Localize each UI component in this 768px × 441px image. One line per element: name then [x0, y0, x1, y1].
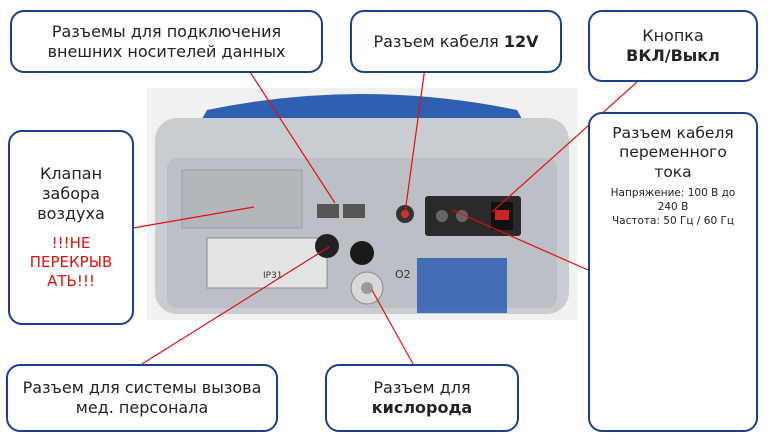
cable12v-label: Разъем кабеля	[373, 31, 504, 51]
callout-nurse-call: Разъем для системы вызова мед. персонала	[6, 364, 278, 432]
callout-air-valve: Клапан забора воздуха !!!НЕ ПЕРЕКРЫВ АТЬ…	[8, 130, 134, 325]
usb-port-1	[317, 204, 339, 218]
callout-ac-cable: Разъем кабеля переменного тока Напряжени…	[588, 112, 758, 432]
usb-port-2	[343, 204, 365, 218]
ac-cable-details: Напряжение: 100 В до 240 В Частота: 50 Г…	[610, 187, 736, 228]
storage-ports-label: Разъемы для подключения внешних носителе…	[47, 21, 286, 61]
oxygen-bold-label: кислорода	[371, 398, 473, 417]
air-valve-label: Клапан забора воздуха	[37, 164, 105, 224]
cable12v-bold-label: 12V	[503, 31, 539, 51]
callout-cable-12v: Разъем кабеля 12V	[350, 10, 562, 73]
air-valve-warning: !!!НЕ ПЕРЕКРЫВ АТЬ!!!	[29, 234, 113, 290]
nurse-call-label: Разъем для системы вызова мед. персонала	[22, 378, 262, 417]
device-rear-panel-illustration: IP31 O2	[147, 88, 577, 320]
power-button-label: Кнопка	[642, 26, 704, 45]
nurse-call-port	[315, 234, 339, 258]
ip-rating-text: IP31	[263, 271, 283, 281]
vent-grille	[417, 258, 507, 313]
callout-power-button: Кнопка ВКЛ/Выкл	[588, 10, 758, 82]
callout-oxygen: Разъем для кислорода	[325, 364, 519, 432]
o2-symbol-text: O2	[395, 268, 411, 281]
callout-storage-ports: Разъемы для подключения внешних носителе…	[10, 10, 323, 73]
air-intake-panel	[181, 169, 303, 229]
oxygen-label: Разъем для	[373, 378, 471, 397]
power-button-bold-label: ВКЛ/Выкл	[626, 46, 720, 65]
ac-cable-label: Разъем кабеля переменного тока	[612, 124, 734, 181]
